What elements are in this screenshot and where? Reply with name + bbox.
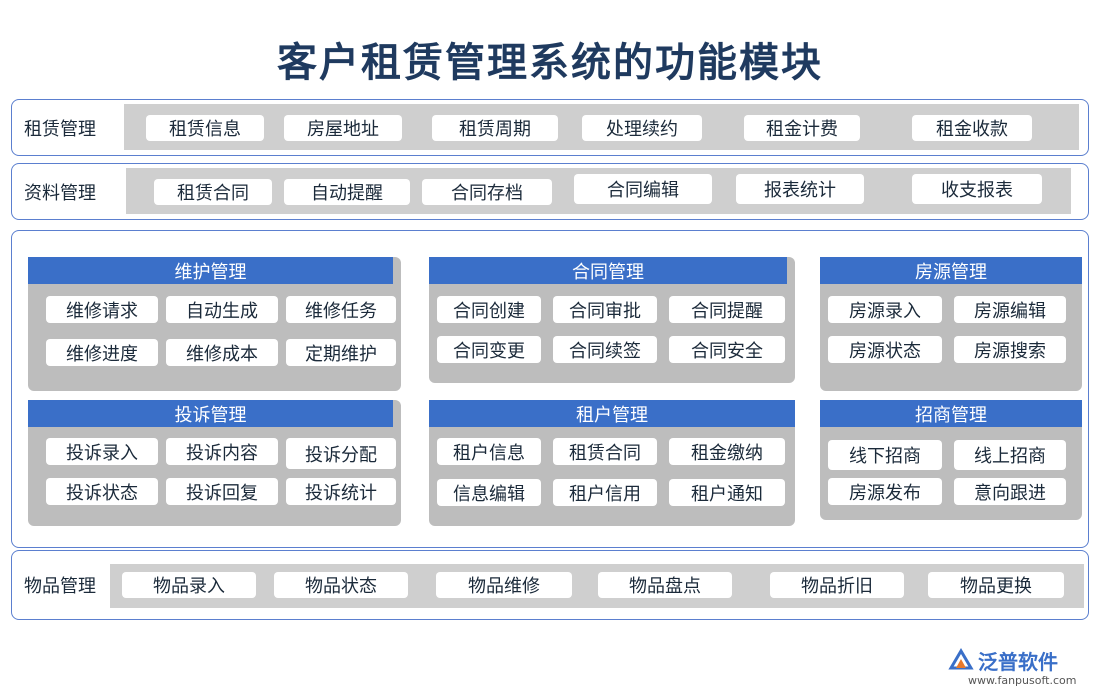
goods-row-label: 物品管理 — [24, 576, 96, 597]
module-contract-title: 合同管理 — [429, 257, 787, 284]
module-item: 合同创建 — [437, 296, 541, 323]
module-item: 合同审批 — [553, 296, 657, 323]
data-row-label: 资料管理 — [24, 182, 96, 204]
module-item: 维修请求 — [46, 296, 158, 323]
module-item: 信息编辑 — [437, 479, 541, 506]
module-item: 线上招商 — [954, 440, 1066, 470]
module-complaint-title: 投诉管理 — [28, 400, 393, 427]
rental-item: 房屋地址 — [284, 115, 402, 141]
goods-strip — [110, 564, 1084, 608]
rental-item: 租金计费 — [744, 115, 860, 141]
module-investment-title: 招商管理 — [820, 400, 1082, 427]
module-investment: 招商管理 线下招商 线上招商 房源发布 意向跟进 — [820, 400, 1082, 520]
data-row: 资料管理 租赁合同 自动提醒 合同存档 合同编辑 报表统计 收支报表 — [11, 163, 1089, 220]
data-item: 报表统计 — [736, 174, 864, 204]
module-item: 合同安全 — [669, 336, 785, 363]
rental-item: 租赁周期 — [432, 115, 558, 141]
data-item: 合同编辑 — [574, 174, 712, 204]
module-item: 租金缴纳 — [669, 438, 785, 465]
module-item: 自动生成 — [166, 296, 278, 323]
module-item: 房源状态 — [828, 336, 942, 363]
rental-item: 租赁信息 — [146, 115, 264, 141]
module-item: 意向跟进 — [954, 478, 1066, 505]
module-item: 投诉状态 — [46, 478, 158, 505]
rental-item: 处理续约 — [582, 115, 702, 141]
module-tenant: 租户管理 租户信息 租赁合同 租金缴纳 信息编辑 租户信用 租户通知 — [429, 400, 795, 526]
goods-item: 物品盘点 — [598, 572, 732, 598]
module-item: 线下招商 — [828, 440, 942, 470]
module-item: 房源录入 — [828, 296, 942, 323]
module-item: 合同提醒 — [669, 296, 785, 323]
module-maintenance-title: 维护管理 — [28, 257, 393, 284]
goods-item: 物品维修 — [436, 572, 572, 598]
module-item: 定期维护 — [286, 339, 396, 366]
page-title: 客户租赁管理系统的功能模块 — [277, 39, 823, 86]
goods-item: 物品状态 — [274, 572, 408, 598]
modules-panel: 维护管理 维修请求 自动生成 维修任务 维修进度 维修成本 定期维护 合同管理 … — [11, 230, 1089, 548]
logo-icon — [948, 648, 974, 670]
data-item: 收支报表 — [912, 174, 1042, 204]
module-item: 租户信息 — [437, 438, 541, 465]
goods-row: 物品管理 物品录入 物品状态 物品维修 物品盘点 物品折旧 物品更换 — [11, 550, 1089, 620]
rental-row: 租赁管理 租赁信息 房屋地址 租赁周期 处理续约 租金计费 租金收款 — [11, 99, 1089, 156]
module-contract: 合同管理 合同创建 合同审批 合同提醒 合同变更 合同续签 合同安全 — [429, 257, 795, 383]
brand-logo: 泛普软件 www.fanpusoft.com — [948, 646, 1088, 692]
data-item: 租赁合同 — [154, 179, 272, 205]
rental-item: 租金收款 — [912, 115, 1032, 141]
module-item: 租赁合同 — [553, 438, 657, 465]
module-item: 合同续签 — [553, 336, 657, 363]
module-item: 投诉回复 — [166, 478, 278, 505]
module-tenant-title: 租户管理 — [429, 400, 795, 427]
module-housing: 房源管理 房源录入 房源编辑 房源状态 房源搜索 — [820, 257, 1082, 391]
goods-item: 物品录入 — [122, 572, 256, 598]
module-item: 投诉录入 — [46, 438, 158, 465]
module-item: 租户通知 — [669, 479, 785, 506]
module-item: 维修成本 — [166, 339, 278, 366]
module-housing-title: 房源管理 — [820, 257, 1082, 284]
module-item: 房源搜索 — [954, 336, 1066, 363]
module-item: 维修任务 — [286, 296, 396, 323]
goods-item: 物品折旧 — [770, 572, 904, 598]
data-item: 自动提醒 — [284, 179, 410, 205]
module-item: 房源编辑 — [954, 296, 1066, 323]
data-item: 合同存档 — [422, 179, 552, 205]
module-item: 租户信用 — [553, 479, 657, 506]
module-item: 房源发布 — [828, 478, 942, 505]
module-complaint: 投诉管理 投诉录入 投诉内容 投诉分配 投诉状态 投诉回复 投诉统计 — [28, 400, 401, 526]
module-item: 投诉分配 — [286, 438, 396, 469]
goods-item: 物品更换 — [928, 572, 1064, 598]
logo-url: www.fanpusoft.com — [968, 674, 1077, 687]
rental-row-label: 租赁管理 — [24, 118, 96, 140]
module-item: 投诉内容 — [166, 438, 278, 465]
module-item: 合同变更 — [437, 336, 541, 363]
module-maintenance: 维护管理 维修请求 自动生成 维修任务 维修进度 维修成本 定期维护 — [28, 257, 401, 391]
module-item: 维修进度 — [46, 339, 158, 366]
logo-text: 泛普软件 — [978, 650, 1058, 674]
module-item: 投诉统计 — [286, 478, 396, 505]
